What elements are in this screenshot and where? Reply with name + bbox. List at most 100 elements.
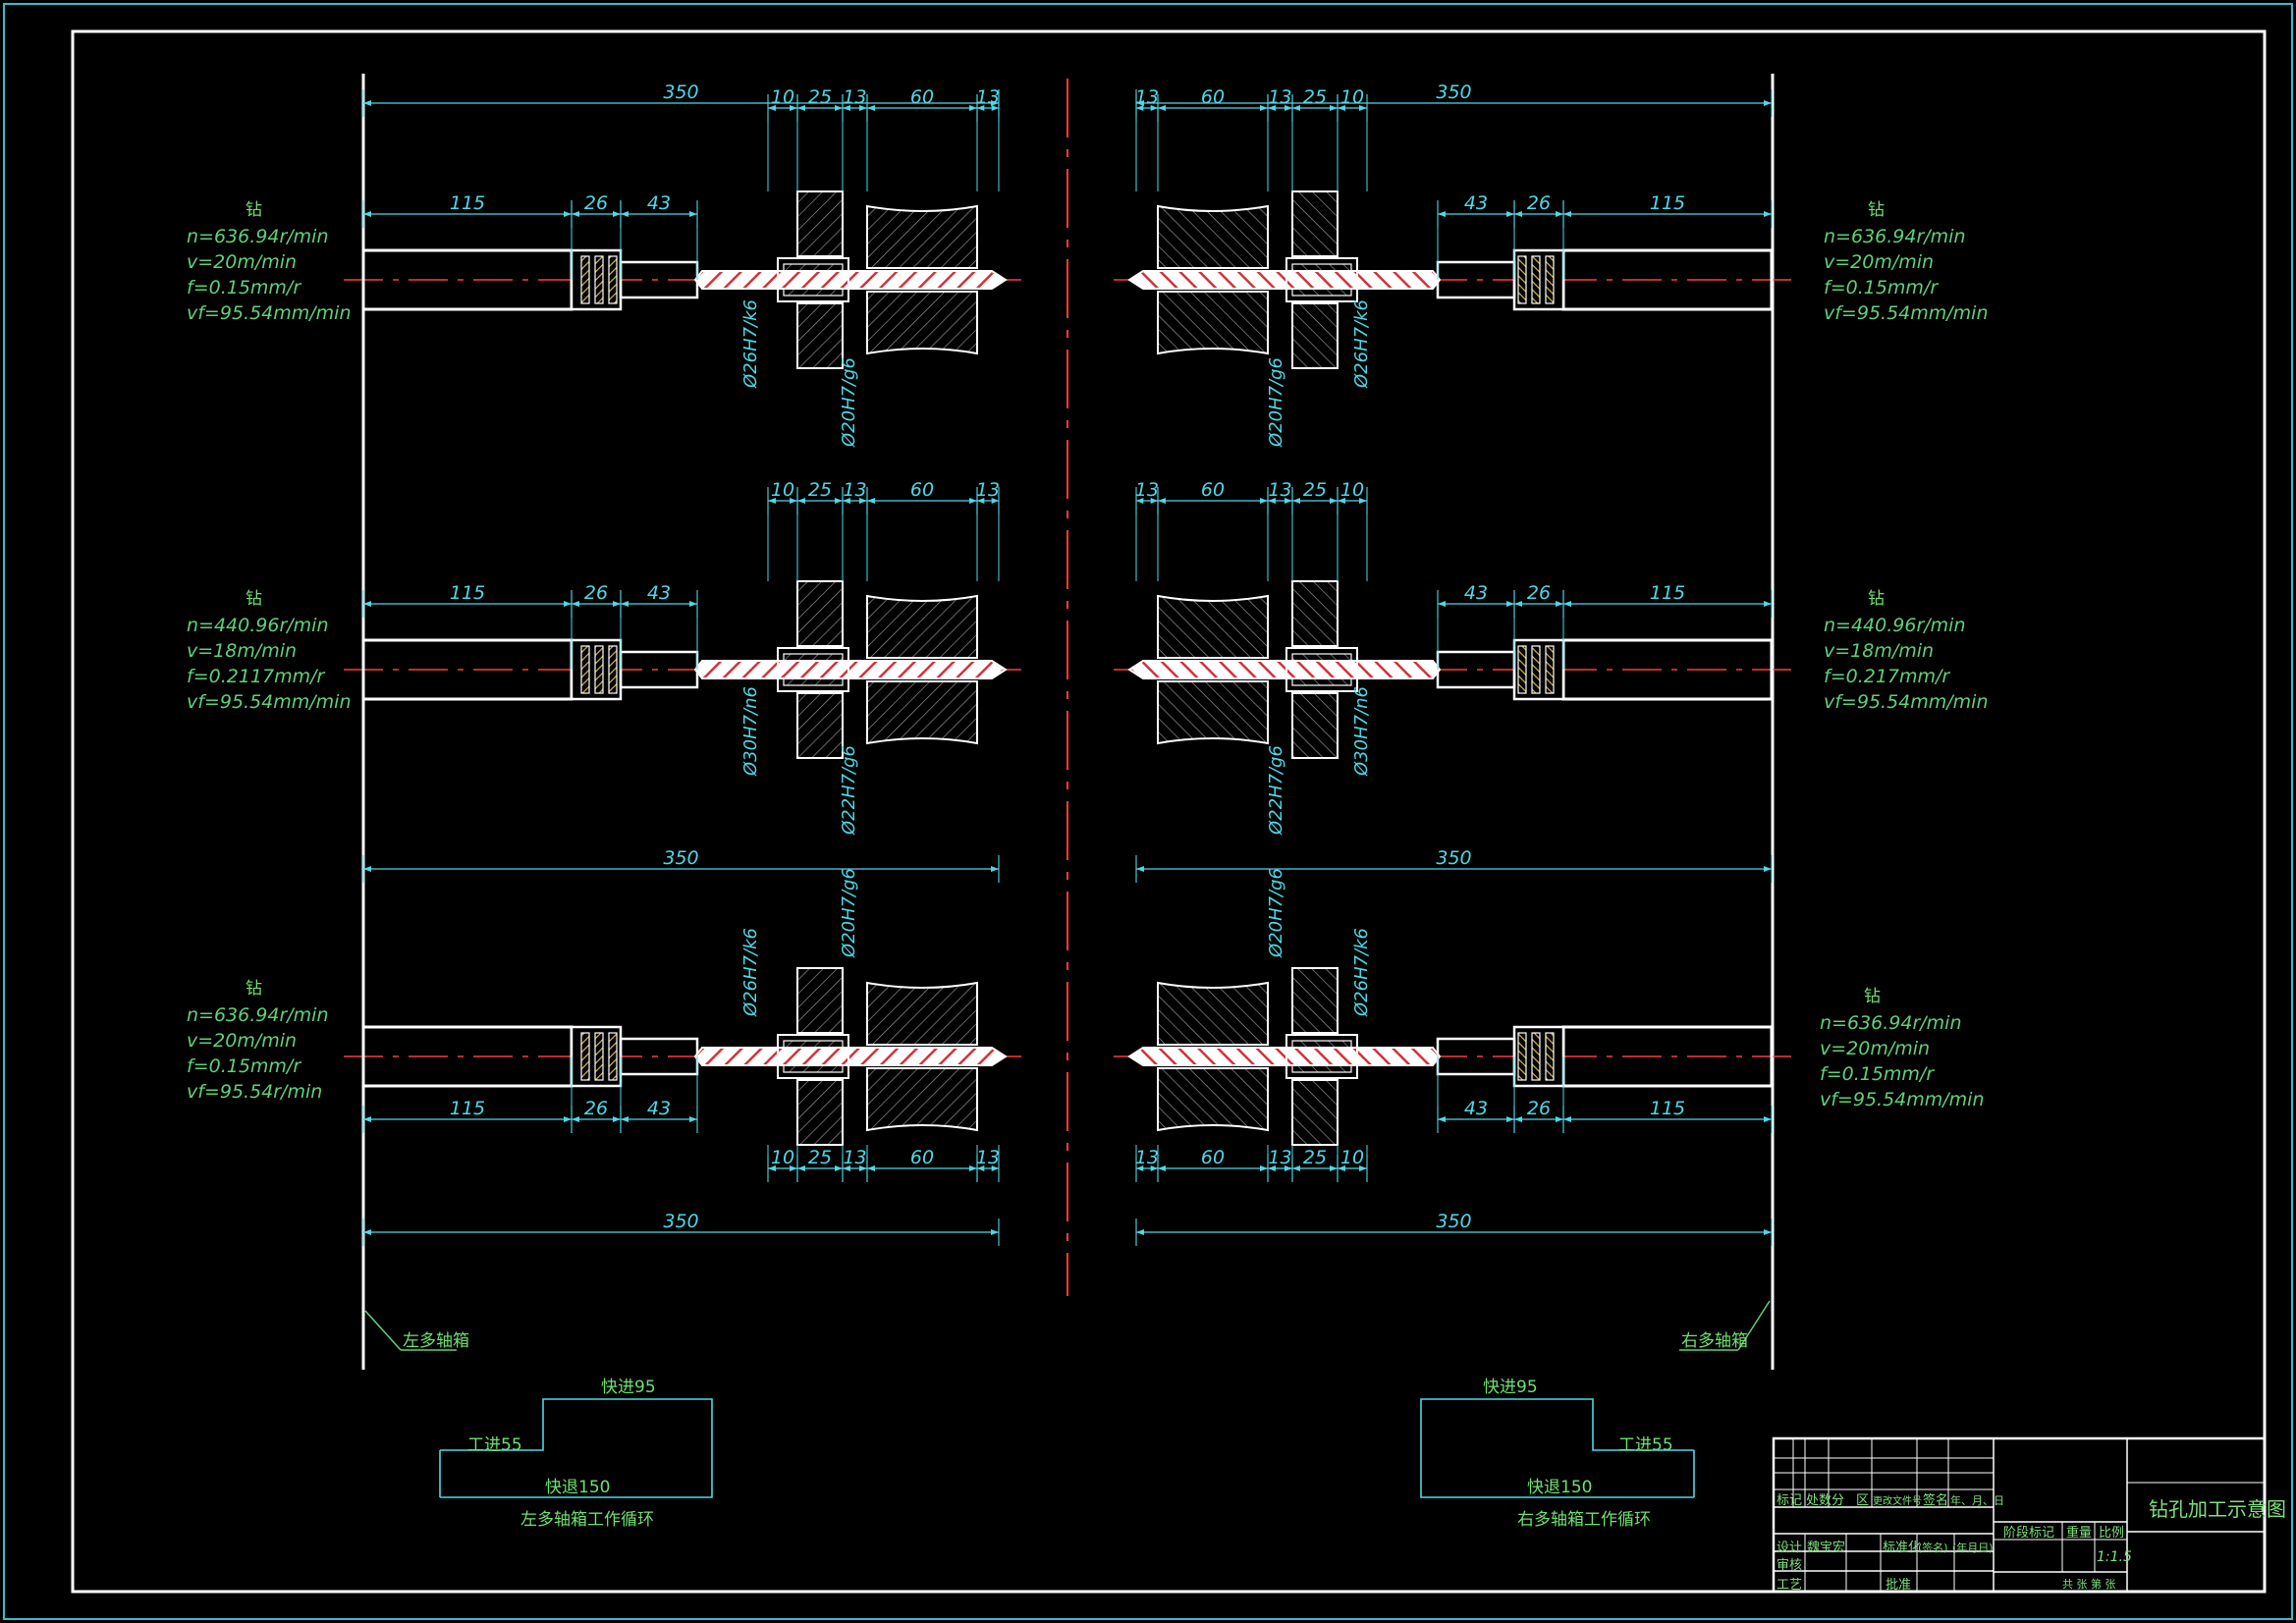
dim-right-top-seg-0-value: 10 — [1340, 86, 1364, 108]
dim-right-top-seg-0: 10 — [1337, 86, 1368, 122]
dim-right-bot-seg-2-value: 13 — [1268, 1147, 1291, 1168]
drilling-unit-right-top — [1114, 96, 1791, 369]
dim-right-bot-overall-top-value: 350 — [1436, 847, 1471, 869]
dim-left-mid-seg-2: 13 — [842, 479, 868, 514]
dim-right-mid-left-2-value: 43 — [1464, 582, 1488, 604]
dim-right-mid-seg-4-value: 13 — [1135, 479, 1159, 501]
dim-right-top-seg-3: 60 — [1157, 86, 1269, 122]
fit-left-mid-a: Ø30H7/n6 — [740, 686, 761, 777]
fit-left-bot-a: Ø26H7/k6 — [740, 928, 761, 1017]
left-rapid-return: 快退150 — [545, 1478, 610, 1497]
tb-drawing-title: 钻孔加工示意图 — [2149, 1497, 2286, 1521]
dim-left-mid-left-1-value: 26 — [584, 582, 608, 604]
tb-process: 工艺 — [1777, 1578, 1802, 1593]
tb-date-hint: (年月日) — [1952, 1541, 1994, 1554]
dim-right-top-overall: 350 — [1135, 81, 1773, 117]
dim-left-mid-seg-4-value: 13 — [976, 479, 1000, 501]
param-right-bot-2: f=0.15mm/r — [1820, 1063, 1935, 1085]
param-right-mid-3: vf=95.54mm/min — [1824, 691, 1989, 713]
dim-left-bot-seg-4: 13 — [976, 1147, 1000, 1182]
dim-left-bot-left-0: 115 — [362, 1098, 573, 1133]
left-work-cycle: 快进95 工进55 快退150 左多轴箱工作循环 — [439, 1378, 713, 1530]
dim-left-top-seg-2-value: 13 — [843, 86, 866, 108]
dim-right-mid-seg-3: 60 — [1157, 479, 1269, 514]
dim-right-mid-seg-1-value: 25 — [1303, 479, 1327, 501]
dim-left-mid-left-2-value: 43 — [647, 582, 671, 604]
param-right-mid-1: v=18m/min — [1824, 640, 1934, 662]
dim-left-top-seg-1: 25 — [796, 86, 844, 122]
param-left-mid-1: v=18m/min — [187, 640, 297, 662]
tb-label-sign: 签名 — [1923, 1492, 1948, 1508]
right-headstock-label-group: 右多轴箱 — [1679, 1300, 1771, 1351]
dim-left-mid-seg-1-value: 25 — [808, 479, 832, 501]
dim-left-bot-left-1: 26 — [571, 1098, 622, 1133]
left-cycle-caption: 左多轴箱工作循环 — [520, 1510, 654, 1530]
param-left-mid-0: n=440.96r/min — [187, 615, 329, 636]
tb-weight: 重量 — [2066, 1525, 2092, 1541]
outer-border — [3, 3, 2293, 1620]
param-right-top-2: f=0.15mm/r — [1824, 277, 1939, 298]
right-cycle-caption: 右多轴箱工作循环 — [1517, 1510, 1651, 1530]
dim-left-bot-seg-2-value: 13 — [843, 1147, 866, 1168]
param-right-top-0: n=636.94r/min — [1824, 226, 1966, 247]
dim-right-mid-left-2: 43 — [1437, 582, 1515, 618]
inner-border — [71, 29, 2267, 1594]
drilling-unit-right-bot — [1114, 967, 1791, 1180]
dim-right-top-seg-2: 13 — [1267, 86, 1293, 122]
dim-left-mid-seg-1: 25 — [796, 479, 844, 514]
dim-right-mid-left-0-value: 115 — [1650, 582, 1685, 604]
tb-label-zone: 区 — [1856, 1493, 1869, 1508]
op-right-top: 钻 — [1868, 200, 1885, 220]
drilling-unit-left-top — [344, 96, 1021, 369]
dim-right-top-left-0: 115 — [1562, 192, 1773, 228]
dim-right-top-overall-value: 350 — [1436, 81, 1471, 103]
dim-left-mid-left-2: 43 — [620, 582, 698, 618]
param-left-top-1: v=20m/min — [187, 251, 297, 273]
dim-left-top-left-2: 43 — [620, 192, 698, 228]
title-block-text: 标记 处数 分 区 更改文件号 签名 年、月、日 设计 魏宝宏 标准化 (签名)… — [1777, 1492, 2286, 1593]
dim-right-top-left-2-value: 43 — [1464, 192, 1488, 214]
dim-left-bot-left-0-value: 115 — [450, 1098, 485, 1119]
dim-left-mid-seg-3: 60 — [866, 479, 978, 514]
dim-right-bot-overall-bottom-value: 350 — [1436, 1211, 1471, 1232]
tb-sign-hint: (签名) — [1918, 1541, 1948, 1554]
dim-right-bot-seg-4: 13 — [1135, 1147, 1159, 1182]
dim-left-top-seg-1-value: 25 — [808, 86, 832, 108]
dim-right-bot-left-2: 43 — [1437, 1098, 1515, 1133]
dim-right-mid-seg-4: 13 — [1135, 479, 1159, 514]
param-right-top-3: vf=95.54mm/min — [1824, 302, 1989, 324]
unit-annotations-right-bot: 10251360131152643350350Ø26H7/k6Ø20H7/g6钻… — [1135, 847, 1985, 1246]
right-headstock-label: 右多轴箱 — [1681, 1331, 1748, 1351]
dim-left-bot-seg-0: 10 — [767, 1147, 798, 1182]
dim-right-mid-seg-2-value: 13 — [1268, 479, 1291, 501]
tb-sheets: 共 张 第 张 — [2062, 1577, 2116, 1591]
dim-left-bot-left-2-value: 43 — [647, 1098, 671, 1119]
dim-right-bot-left-1-value: 26 — [1527, 1098, 1551, 1119]
tb-review: 审核 — [1777, 1558, 1802, 1573]
title-block — [1772, 1436, 2267, 1594]
param-left-bot-2: f=0.15mm/r — [187, 1055, 301, 1077]
unit-annotations-right-mid: 10251360131152643Ø30H7/n6Ø22H7/g6钻n=440.… — [1135, 479, 1989, 836]
dim-right-bot-seg-0-value: 10 — [1340, 1147, 1364, 1168]
dim-right-mid-seg-3-value: 60 — [1201, 479, 1225, 501]
tb-approve: 批准 — [1886, 1578, 1911, 1593]
tb-label-count: 处数 — [1806, 1493, 1831, 1508]
param-right-mid-0: n=440.96r/min — [1824, 615, 1966, 636]
param-right-bot-3: vf=95.54mm/min — [1820, 1089, 1985, 1110]
dim-left-mid-seg-0-value: 10 — [771, 479, 794, 501]
dim-left-mid-seg-4: 13 — [976, 479, 1000, 514]
dim-left-top-seg-4-value: 13 — [976, 86, 1000, 108]
dim-left-bot-seg-2: 13 — [842, 1147, 868, 1182]
dim-left-bot-seg-3: 60 — [866, 1147, 978, 1182]
dim-left-bot-seg-0-value: 10 — [771, 1147, 794, 1168]
dim-right-top-seg-1: 25 — [1291, 86, 1339, 122]
left-headstock-label: 左多轴箱 — [403, 1331, 469, 1351]
tb-scale: 1:1.5 — [2097, 1549, 2132, 1565]
dim-right-bot-seg-2: 13 — [1267, 1147, 1293, 1182]
right-rapid-advance: 快进95 — [1483, 1378, 1538, 1397]
dim-left-bot-overall-bottom: 350 — [362, 1211, 1000, 1246]
fit-right-mid-b: Ø22H7/g6 — [1266, 745, 1286, 836]
